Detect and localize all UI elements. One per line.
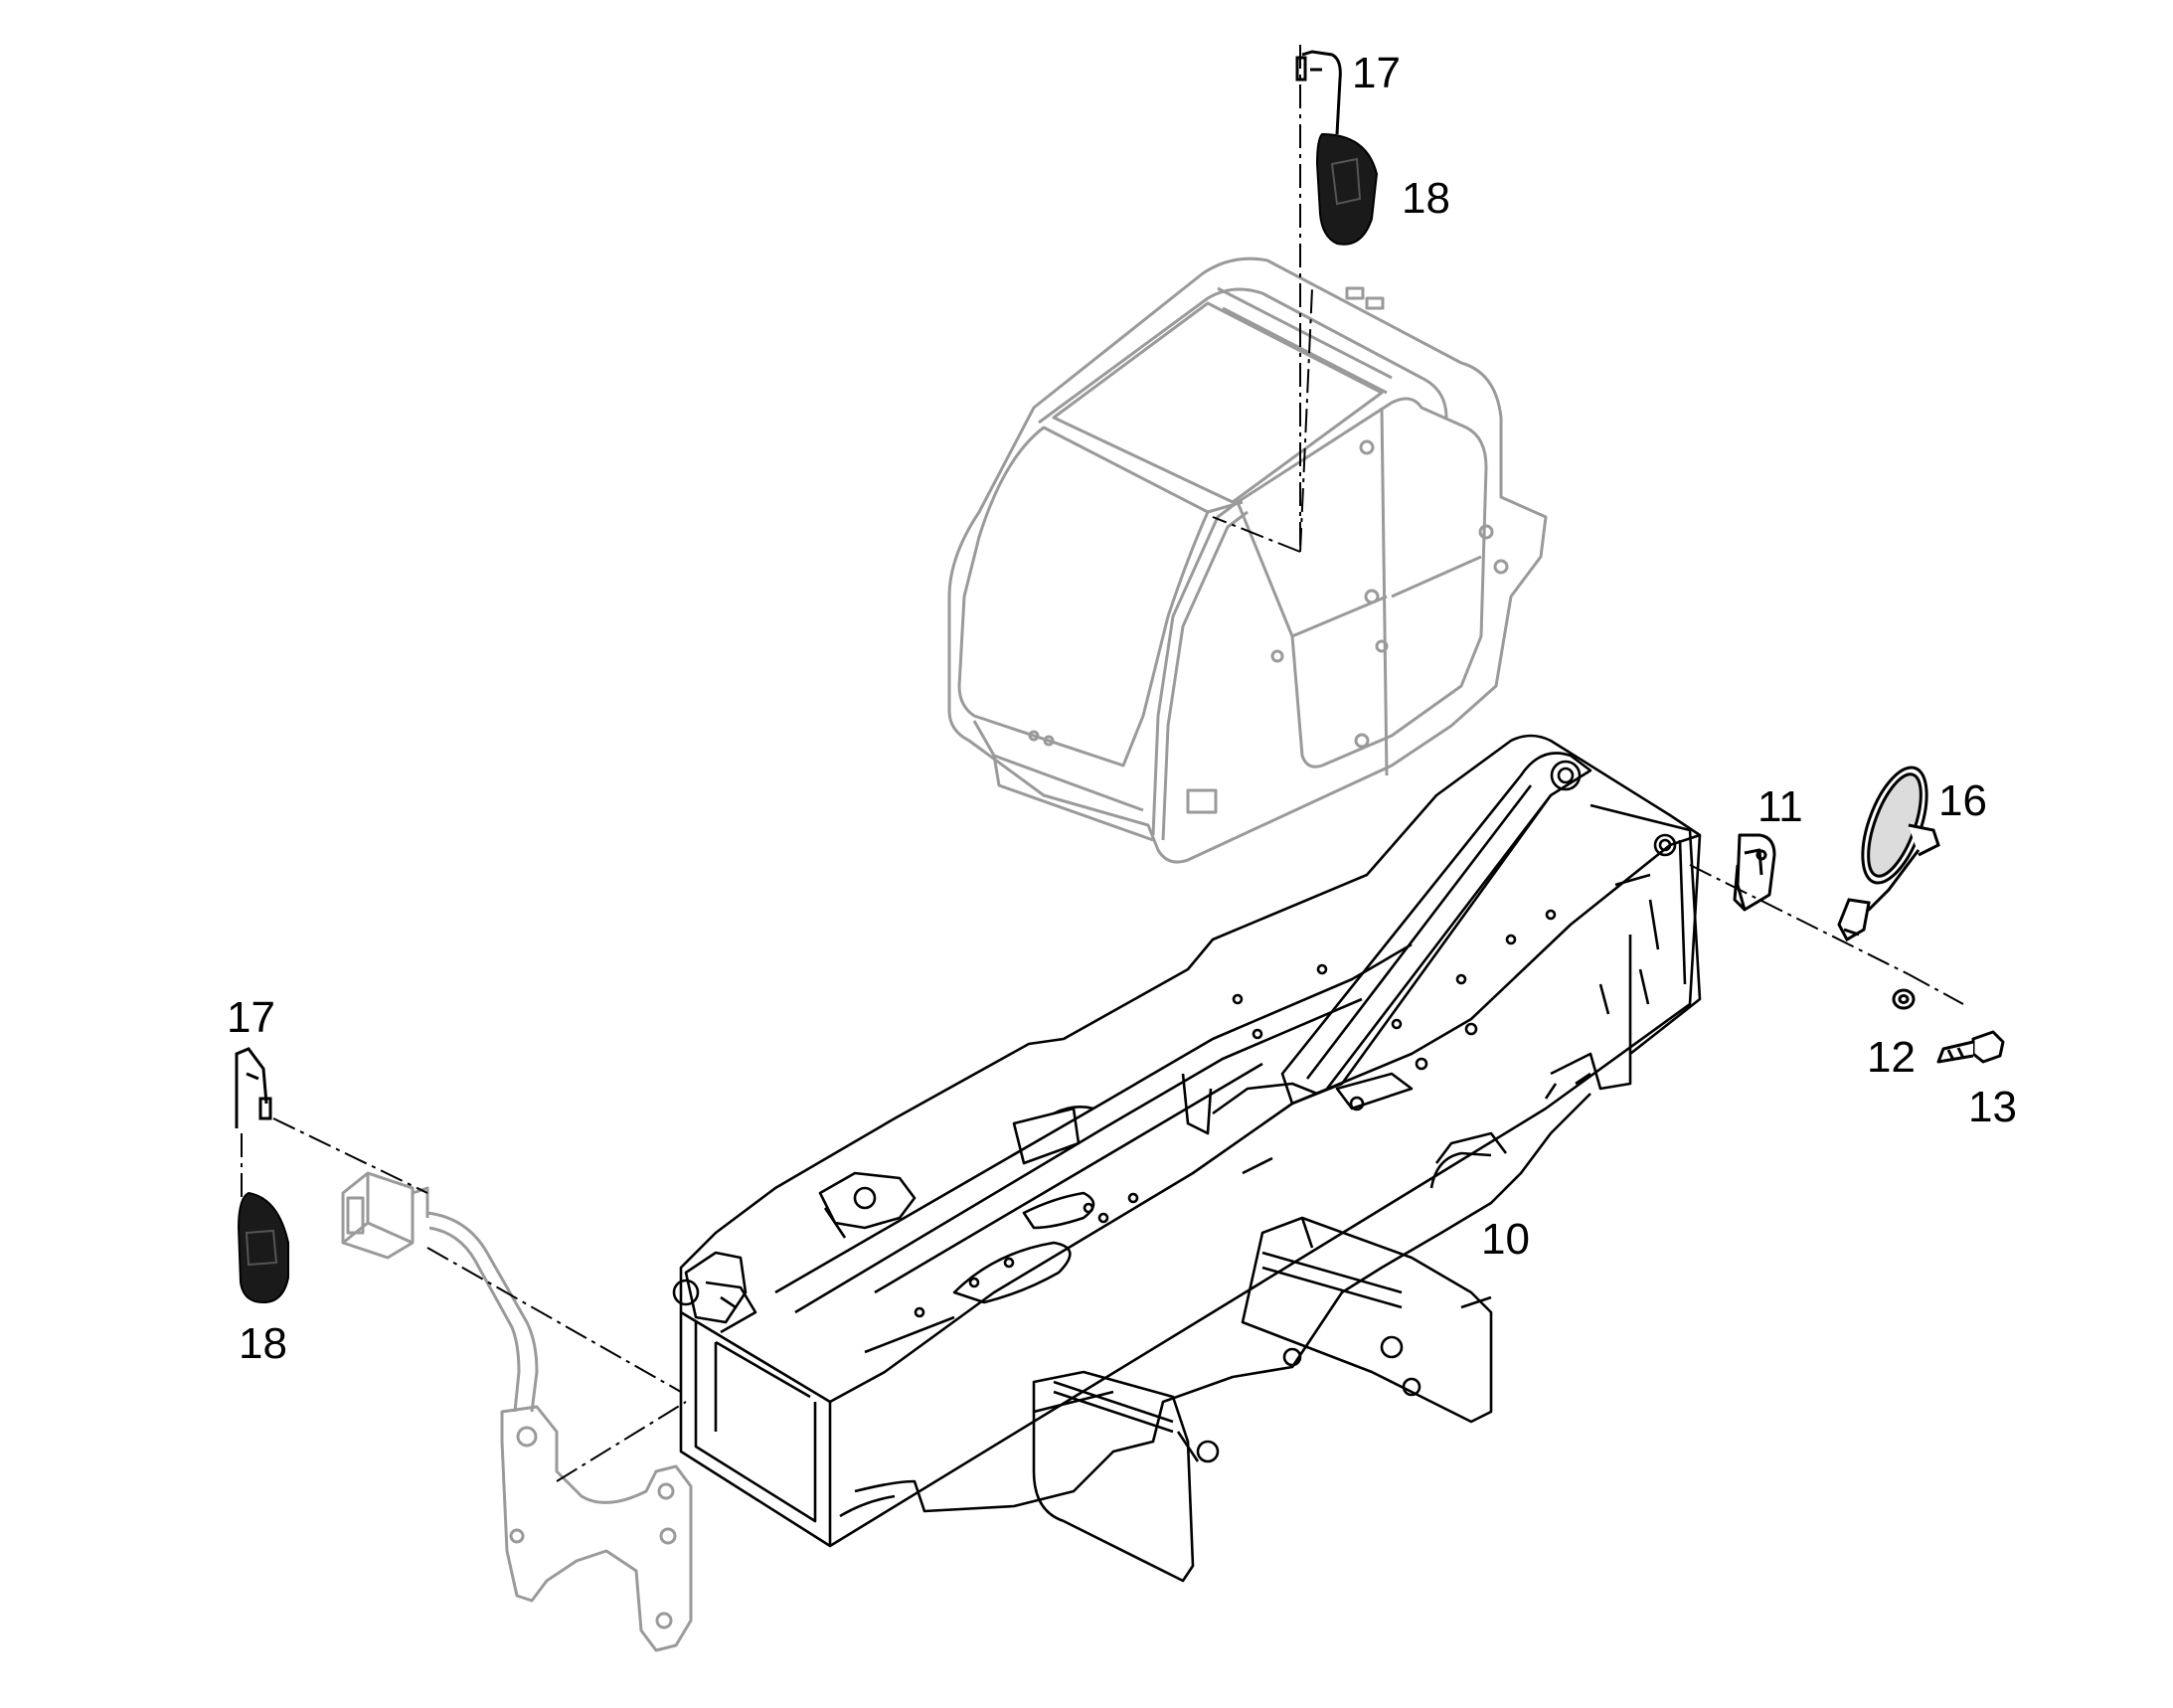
callout-10: 10 <box>1481 1215 1530 1264</box>
mirror-arm-17-top <box>1295 50 1342 135</box>
callout-18-left: 18 <box>239 1319 287 1368</box>
callout-16: 16 <box>1938 776 1987 825</box>
mirror-head-18-left <box>237 1191 289 1304</box>
callout-13: 13 <box>1968 1083 2017 1131</box>
mirror-head-18-top <box>1315 132 1379 246</box>
callout-11: 11 <box>1757 782 1803 831</box>
assembly-lines <box>241 45 1964 1482</box>
round-mirror-16 <box>1837 766 1940 942</box>
callout-12: 12 <box>1867 1033 1916 1082</box>
bolt-13 <box>1936 1030 2005 1064</box>
callout-18-top: 18 <box>1402 174 1450 223</box>
callout-17-left: 17 <box>227 993 275 1042</box>
chassis-frame <box>672 734 1702 1583</box>
cab-outline <box>947 256 1548 864</box>
washer-12 <box>1892 988 1916 1010</box>
mirror-arm-17-left <box>235 1047 272 1128</box>
left-mirror-arm <box>341 1171 693 1652</box>
callout-17-top: 17 <box>1352 49 1401 97</box>
mirror-bracket-11 <box>1733 833 1776 912</box>
